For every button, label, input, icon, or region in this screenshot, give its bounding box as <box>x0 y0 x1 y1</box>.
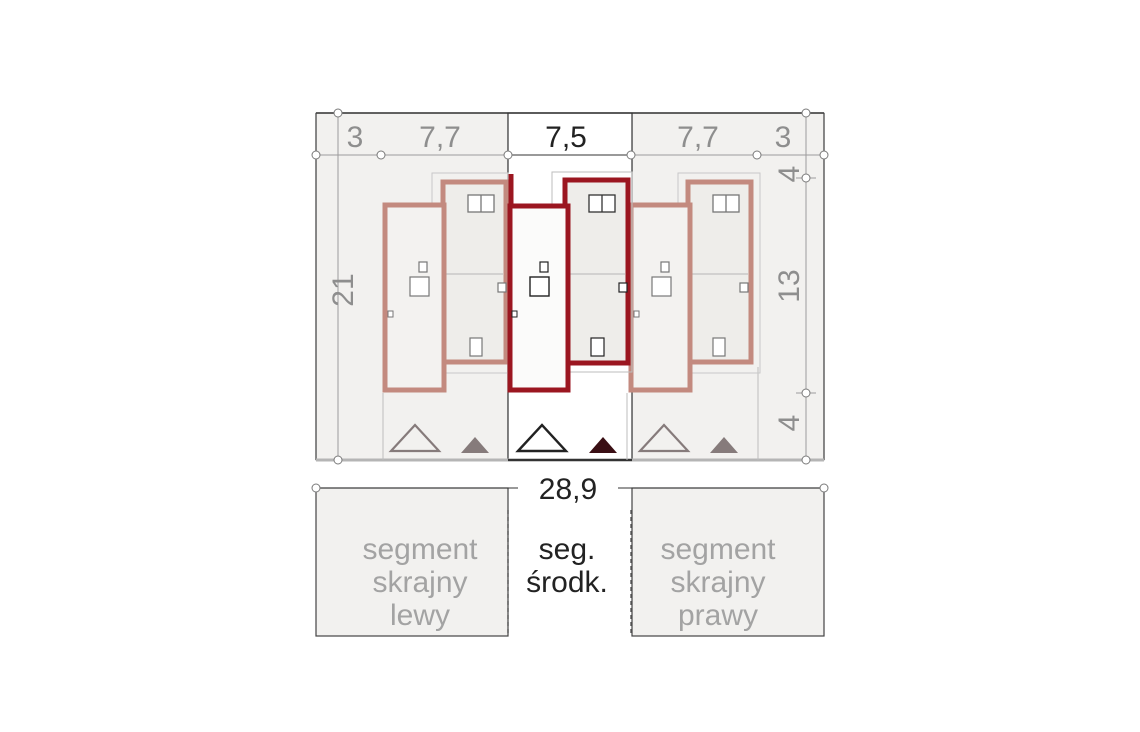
label-right-line-2: skrajny <box>670 566 765 599</box>
dim-setback-left: 3 <box>347 121 364 154</box>
label-right-line-1: segment <box>660 533 776 566</box>
dim-width-middle: 7,5 <box>545 121 587 154</box>
parking-triangle-icon <box>589 437 617 453</box>
dim-markers <box>311 108 829 493</box>
dim-depth-total: 21 <box>327 273 360 306</box>
building-middle <box>507 171 633 393</box>
dim-depth-front: 4 <box>773 166 806 183</box>
parking-triangle-icon <box>461 437 489 453</box>
building-left <box>382 172 509 393</box>
dim-depth-back: 4 <box>773 415 806 432</box>
label-left-line-3: lewy <box>390 599 450 632</box>
label-box-right <box>631 487 825 637</box>
label-left-line-1: segment <box>362 533 478 566</box>
entrance-triangle-icon <box>637 423 691 453</box>
dim-width-right: 7,7 <box>677 121 719 154</box>
label-left-line-2: skrajny <box>372 566 467 599</box>
dim-width-left: 7,7 <box>419 121 461 154</box>
parking-triangle-icon <box>710 437 738 453</box>
dim-depth-building: 13 <box>773 269 806 302</box>
label-box-left <box>315 487 509 637</box>
label-middle-line-2: środk. <box>526 566 608 599</box>
label-middle-line-1: seg. <box>539 533 596 566</box>
building-right <box>628 172 761 393</box>
dim-total-width: 28,9 <box>539 473 597 506</box>
entrance-triangle-icon <box>515 423 569 453</box>
entrance-triangle-icon <box>388 423 442 453</box>
label-right-line-3: prawy <box>678 599 758 632</box>
dim-setback-right: 3 <box>775 121 792 154</box>
